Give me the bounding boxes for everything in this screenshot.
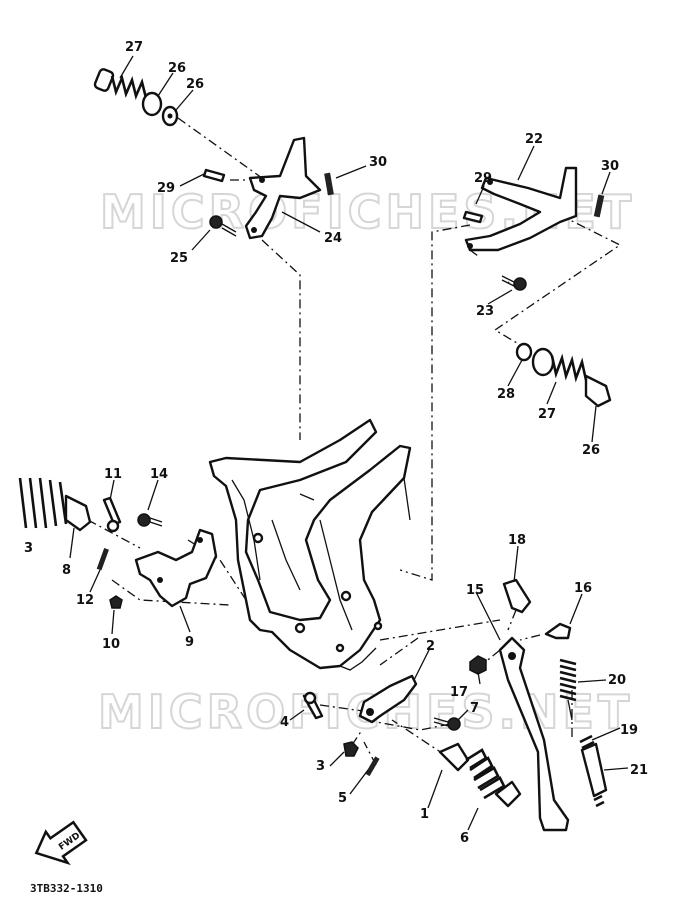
bolt-23 — [501, 275, 527, 291]
callout-8: 8 — [62, 563, 71, 578]
footrest-bracket-22 — [464, 166, 578, 252]
bolt-14 — [137, 513, 163, 527]
callout-21: 21 — [630, 763, 648, 778]
diagram-code: 3TB332-1310 — [30, 882, 103, 895]
pin-29-left — [202, 168, 226, 183]
callout-26-top-b: 26 — [186, 77, 204, 92]
callout-1: 1 — [420, 807, 429, 822]
callout-14: 14 — [150, 467, 168, 482]
spring-19 — [579, 734, 595, 750]
callout-27-top: 27 — [125, 40, 143, 55]
pin-16 — [544, 622, 572, 640]
callout-30-left: 30 — [369, 155, 387, 170]
callout-labels: 27 26 26 29 30 25 24 22 29 30 23 28 27 2… — [24, 40, 648, 846]
sidestand-15 — [498, 636, 570, 832]
callout-10: 10 — [102, 637, 120, 652]
callout-9: 9 — [185, 635, 194, 650]
callout-2: 2 — [426, 639, 435, 654]
nut-17 — [469, 655, 487, 675]
forward-arrow-icon: FWD — [34, 820, 88, 866]
pin-29-right — [462, 210, 484, 224]
callout-25: 25 — [170, 251, 188, 266]
callout-19: 19 — [620, 723, 638, 738]
callout-16: 16 — [574, 581, 592, 596]
callout-29-left: 29 — [157, 181, 175, 196]
callout-24: 24 — [324, 231, 342, 246]
nut-3 — [343, 741, 359, 757]
footrest-bracket-24 — [244, 136, 322, 240]
bracket-18 — [502, 578, 532, 614]
lower-left-footrest-assembly — [18, 477, 218, 609]
footrest-bracket-9 — [134, 528, 218, 608]
leader-lines — [69, 55, 629, 831]
center-frame — [208, 418, 412, 671]
nut-10 — [109, 595, 123, 609]
callout-4: 4 — [280, 715, 289, 730]
callout-3-left: 3 — [24, 541, 33, 556]
footrest-rubber-27-top — [93, 68, 148, 101]
callout-12: 12 — [76, 593, 94, 608]
callout-3-right: 3 — [316, 759, 325, 774]
callout-29-right: 29 — [474, 171, 492, 186]
callout-27-bottom: 27 — [538, 407, 556, 422]
cotter-30-right — [593, 194, 605, 218]
bolt-7 — [433, 717, 461, 731]
callout-30-right: 30 — [601, 159, 619, 174]
footrest-rubber-3-left — [18, 477, 92, 532]
spring-20 — [559, 658, 577, 702]
callout-22: 22 — [525, 132, 543, 147]
callout-28: 28 — [497, 387, 515, 402]
cotter-12 — [96, 548, 109, 571]
callout-5: 5 — [338, 791, 347, 806]
callout-23: 23 — [476, 304, 494, 319]
footrest-rubber-6-right — [438, 742, 522, 808]
callout-18: 18 — [508, 533, 526, 548]
bolt-25 — [209, 215, 237, 237]
spring-21 — [580, 742, 608, 798]
callout-26-bottom: 26 — [582, 443, 600, 458]
upper-left-footrest-assembly — [93, 68, 334, 240]
callout-11: 11 — [104, 467, 122, 482]
pin-11 — [102, 496, 122, 526]
cotter-5 — [365, 756, 380, 777]
lower-right-assembly — [302, 578, 608, 832]
callout-17: 17 — [450, 685, 468, 700]
callout-7: 7 — [470, 701, 479, 716]
washer-26-top-a — [141, 91, 163, 117]
bracket-2 — [358, 674, 418, 724]
washer-28 — [515, 342, 533, 362]
upper-right-footrest-assembly — [462, 166, 612, 408]
callout-15: 15 — [466, 583, 484, 598]
footrest-rubber-27-bottom — [531, 347, 612, 408]
callout-26-top-a: 26 — [168, 61, 186, 76]
callout-6: 6 — [460, 831, 469, 846]
callout-20: 20 — [608, 673, 626, 688]
